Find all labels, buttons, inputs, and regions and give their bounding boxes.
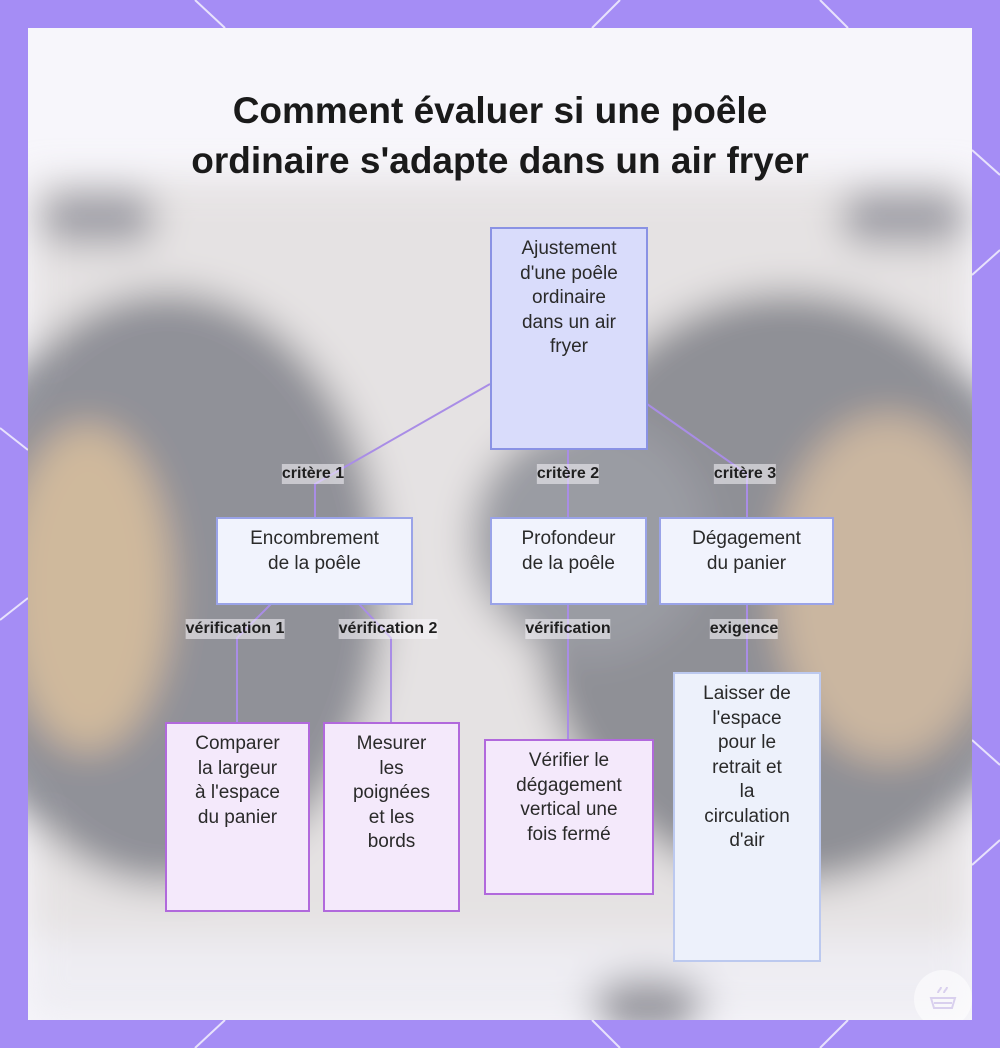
node-text: Comparer [195, 733, 280, 754]
edge-root-degagement [646, 403, 748, 518]
edge-label-verification: vérification [525, 619, 611, 639]
edge-label-critere-1: critère 1 [281, 464, 345, 484]
edge-label-critere-2: critère 2 [536, 464, 600, 484]
node-text: d'air [729, 830, 765, 851]
node-text: pour le [717, 732, 777, 753]
node-text: fryer [549, 336, 588, 357]
node-text: et les [368, 806, 415, 828]
node-text: la [739, 781, 755, 802]
title-line-1: Comment évaluer si une poêle [232, 90, 768, 131]
node-text: Laisser de [703, 683, 791, 704]
edge-root-encombrement [314, 383, 491, 518]
node-encombrement: Encombrement de la poêle [216, 517, 413, 605]
node-degagement: Dégagement du panier [659, 517, 834, 605]
node-text: d'une poêle [520, 262, 618, 284]
node-text: du panier [197, 806, 278, 828]
edge-label-critere-3: critère 3 [713, 464, 777, 484]
node-verifier: Vérifier le dégagement vertical une fois… [484, 739, 654, 895]
page-title: Comment évaluer si une poêle ordinaire s… [28, 86, 972, 186]
node-text: les [379, 757, 404, 779]
flowchart: critère 1 critère 2 critère 3 vérificati… [28, 28, 972, 1020]
node-text: du panier [706, 552, 787, 574]
node-root-ajustement: Ajustement d'une poêle ordinaire dans un… [490, 227, 648, 450]
node-text: de la poêle [268, 552, 361, 574]
node-text: Dégagement [692, 528, 801, 549]
node-text: Ajustement [521, 238, 617, 259]
edge-label-verification-1: vérification 1 [185, 619, 285, 639]
title-line-2: ordinaire s'adapte dans un air fryer [191, 140, 809, 181]
diagram-card: Comment évaluer si une poêle ordinaire s… [28, 28, 972, 1020]
node-text: dégagement [516, 774, 622, 796]
node-text: de la poêle [522, 552, 615, 574]
node-text: retrait et [712, 756, 782, 778]
node-text: ordinaire [532, 287, 606, 308]
node-text: à l'espace [195, 782, 280, 803]
node-text: vertical une [520, 799, 618, 820]
node-text: Profondeur [521, 528, 616, 549]
edge-label-verification-2: vérification 2 [338, 619, 438, 639]
node-text: l'espace [712, 707, 782, 729]
node-text: bords [367, 831, 416, 852]
node-profondeur: Profondeur de la poêle [490, 517, 647, 605]
node-text: Mesurer [356, 733, 427, 754]
node-text: la largeur [197, 757, 278, 779]
node-text: poignées [352, 782, 431, 803]
node-text: Vérifier le [528, 750, 610, 771]
node-text: dans un air [521, 311, 616, 333]
kitchen-pot-logo-icon [914, 970, 972, 1020]
node-comparer: Comparer la largeur à l'espace du panier [165, 722, 310, 912]
node-text: circulation [704, 805, 790, 827]
node-mesurer: Mesurer les poignées et les bords [323, 722, 460, 912]
node-text: fois fermé [527, 823, 611, 845]
node-laisser: Laisser de l'espace pour le retrait et l… [673, 672, 821, 962]
node-text: Encombrement [250, 528, 379, 549]
edge-label-exigence: exigence [709, 619, 779, 639]
